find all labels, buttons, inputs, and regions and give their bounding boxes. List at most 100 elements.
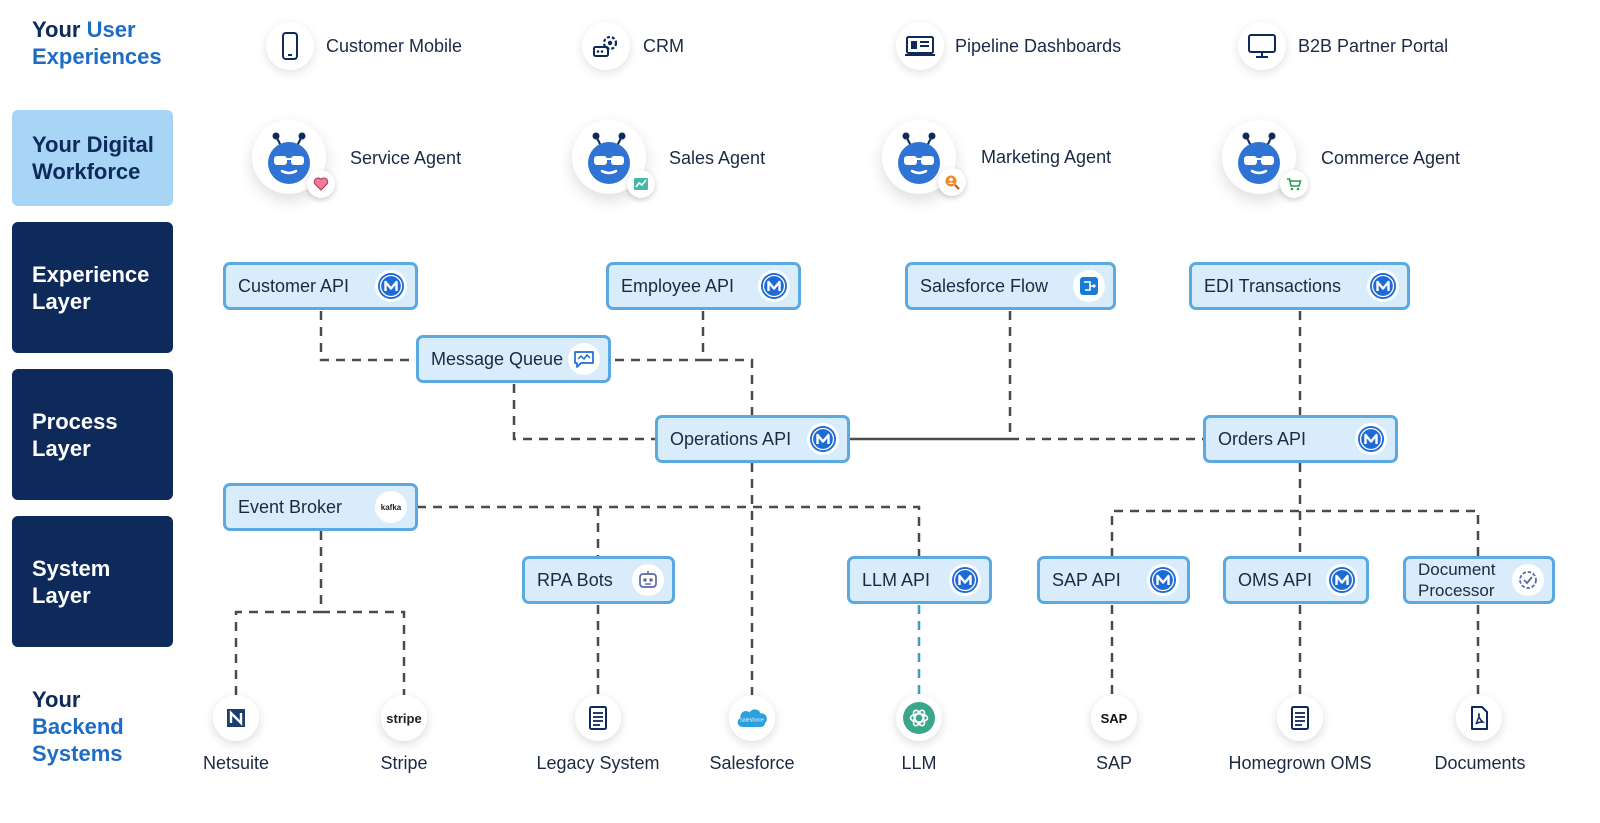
agent-label: Commerce Agent <box>1321 148 1461 168</box>
agent-robot-icon <box>898 132 940 184</box>
node-label: EDI Transactions <box>1204 275 1342 296</box>
cart-icon <box>1280 170 1308 198</box>
node-edi-transactions[interactable]: EDI Transactions <box>1189 262 1410 310</box>
node-oms-api[interactable]: OMS API <box>1223 556 1369 604</box>
magnifier-person-icon <box>938 168 966 196</box>
layer-label-text: Experiences <box>32 44 162 69</box>
experience-label: B2B Partner Portal <box>1298 36 1449 56</box>
openai-icon <box>896 695 942 741</box>
node-label: RPA Bots <box>537 569 613 590</box>
layer-label-text: Your Digital <box>32 132 154 157</box>
document-icon <box>1277 695 1323 741</box>
mulesoft-icon <box>758 270 790 302</box>
node-sap-api[interactable]: SAP API <box>1037 556 1190 604</box>
mulesoft-icon <box>949 564 981 596</box>
node-llm-api[interactable]: LLM API <box>847 556 992 604</box>
node-salesforce-flow[interactable]: Salesforce Flow <box>905 262 1116 310</box>
agent-robot-icon <box>268 132 310 184</box>
stripe-icon: stripe <box>381 695 427 741</box>
wire-broker-bus <box>417 505 921 557</box>
node-label: Orders API <box>1218 428 1307 449</box>
layer-label-text: Process <box>32 408 118 434</box>
node-customer-api[interactable]: Customer API <box>223 262 418 310</box>
mulesoft-icon <box>375 270 407 302</box>
layer-label-text: Experience <box>32 261 150 287</box>
agent-avatar <box>252 120 326 194</box>
gear-check-icon <box>1512 564 1544 596</box>
backend-label: Netsuite <box>202 753 270 773</box>
layer-label-text: Layer <box>32 288 91 314</box>
mulesoft-icon <box>807 423 839 455</box>
layer-label-text: Your <box>32 687 81 712</box>
netsuite-icon <box>213 695 259 741</box>
backend-label: Stripe <box>380 753 428 773</box>
wire-customer-to-queue <box>319 311 418 362</box>
backend-label: SAP <box>1095 753 1133 773</box>
node-message-queue[interactable]: Message Queue <box>416 335 611 383</box>
node-label: Event Broker <box>238 496 343 517</box>
wire-broker-tree <box>234 531 406 700</box>
agent-avatar <box>882 120 956 194</box>
queue-icon <box>568 343 600 375</box>
salesforce-logo-text: salesforce <box>740 718 764 724</box>
node-label: Operations API <box>670 428 792 449</box>
experience-label: Customer Mobile <box>326 36 463 56</box>
node-employee-api[interactable]: Employee API <box>606 262 801 310</box>
backend-label: Legacy System <box>536 753 660 773</box>
layer-label-accent: User <box>86 17 136 42</box>
node-label: Document Processor <box>1418 559 1495 601</box>
node-label: Message Queue <box>431 348 564 369</box>
backend-label: Homegrown OMS <box>1228 753 1372 773</box>
wire-employee-to-queue <box>609 311 705 362</box>
node-operations-api[interactable]: Operations API <box>655 415 850 463</box>
node-event-broker[interactable]: Event Broker kafka <box>223 483 418 531</box>
mobile-phone-icon <box>266 22 314 70</box>
sap-logo-text: SAP <box>1100 710 1128 726</box>
salesforce-cloud-icon: salesforce <box>729 695 775 741</box>
sap-icon: SAP <box>1091 695 1137 741</box>
node-label-line: Document <box>1418 560 1496 579</box>
agent-label: Sales Agent <box>669 148 766 168</box>
wire-employee-to-operations <box>703 358 754 416</box>
backend-label: Documents <box>1434 753 1526 773</box>
experience-label: CRM <box>643 36 684 56</box>
agent-avatar <box>1222 120 1296 194</box>
layer-label-text: Your <box>32 17 81 42</box>
stripe-logo-text: stripe <box>386 710 422 726</box>
dashboard-icon <box>896 22 944 70</box>
node-label-line: Processor <box>1418 581 1495 600</box>
node-label: Employee API <box>621 275 735 296</box>
agent-label: Marketing Agent <box>981 147 1112 167</box>
monitor-icon <box>1238 22 1286 70</box>
robot-icon <box>632 564 664 596</box>
agent-robot-icon <box>1238 132 1280 184</box>
kafka-logo-text: kafka <box>380 502 402 512</box>
node-label: OMS API <box>1238 569 1313 590</box>
kafka-icon: kafka <box>375 491 407 523</box>
mulesoft-icon <box>1147 564 1179 596</box>
layer-label-text: Layer <box>32 582 91 608</box>
layer-label-backend: Your Backend Systems <box>32 686 124 767</box>
node-label: LLM API <box>862 569 931 590</box>
node-label: Salesforce Flow <box>920 275 1049 296</box>
node-document-processor[interactable]: Document Processor <box>1403 556 1555 604</box>
heart-icon <box>307 170 335 198</box>
document-icon <box>575 695 621 741</box>
backend-label: LLM <box>901 753 937 773</box>
crm-gears-icon <box>582 22 630 70</box>
agent-label: Service Agent <box>350 148 462 168</box>
wire-queue-to-operations <box>512 384 657 441</box>
layer-label-text: Workforce <box>32 159 141 184</box>
node-label: SAP API <box>1052 569 1121 590</box>
flow-icon <box>1073 270 1105 302</box>
node-orders-api[interactable]: Orders API <box>1203 415 1398 463</box>
backend-label: Salesforce <box>709 753 795 773</box>
node-rpa-bots[interactable]: RPA Bots <box>522 556 675 604</box>
agent-robot-icon <box>588 132 630 184</box>
layer-label-text: System <box>32 555 111 581</box>
